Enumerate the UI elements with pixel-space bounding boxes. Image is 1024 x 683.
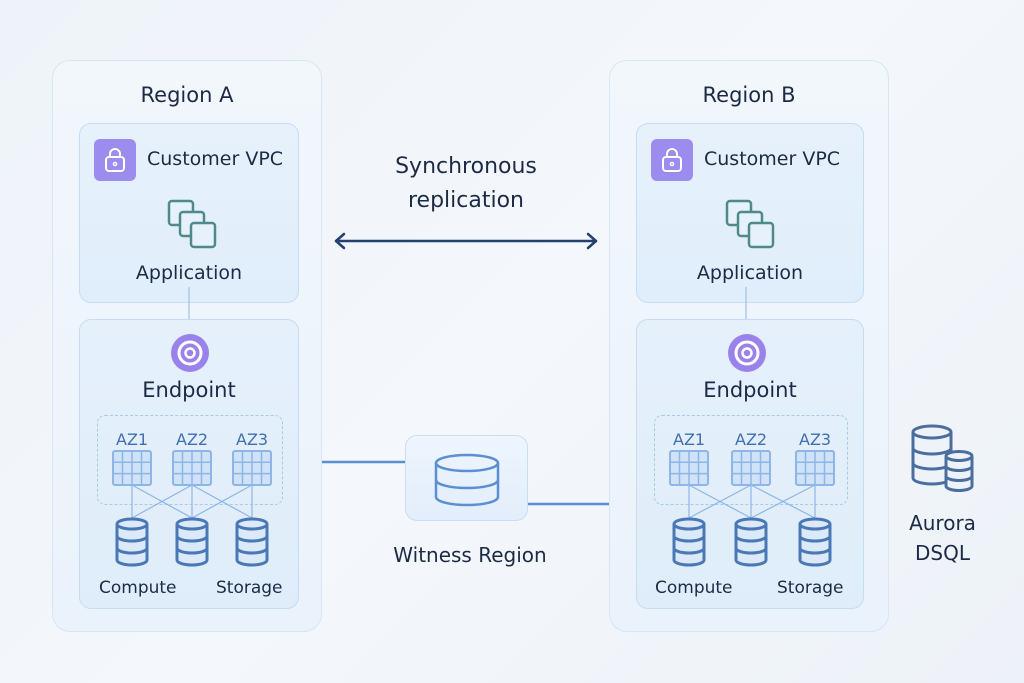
lock-icon — [94, 139, 136, 181]
compute-grid-icon — [731, 450, 771, 486]
az-label: AZ2 — [176, 430, 209, 449]
az-label: AZ1 — [116, 430, 149, 449]
compute-grid-icon — [232, 450, 272, 486]
compute-label: Compute — [655, 578, 733, 598]
lock-icon — [651, 139, 693, 181]
aurora-dsql-label-line1: Aurora — [909, 511, 976, 535]
vpc-label: Customer VPC — [147, 148, 284, 170]
database-icon — [734, 517, 768, 567]
endpoint-box: Endpoint AZ1 AZ2 AZ3 — [79, 319, 299, 609]
endpoint-label: Endpoint — [703, 378, 797, 402]
database-icon — [115, 517, 149, 567]
aurora-dsql-label: Aurora DSQL — [895, 508, 990, 568]
az-label: AZ1 — [673, 430, 706, 449]
compute-grid-icon — [669, 450, 709, 486]
endpoint-box: Endpoint AZ1 AZ2 AZ3 — [636, 319, 864, 609]
replication-arrow — [334, 232, 598, 250]
az-label: AZ3 — [799, 430, 832, 449]
customer-vpc-box: Customer VPC Application — [79, 123, 299, 303]
az-compute-grid — [669, 450, 835, 567]
az-compute-grid — [112, 450, 272, 567]
region-title: Region A — [140, 83, 234, 107]
endpoint-target-icon — [728, 334, 766, 372]
application-icon — [725, 199, 777, 259]
replication-label-line1: Synchronous — [395, 154, 537, 179]
database-icon — [235, 517, 269, 567]
availability-zones-group — [97, 415, 283, 505]
customer-vpc-box: Customer VPC Application — [636, 123, 864, 303]
application-label: Application — [135, 262, 243, 284]
database-icon — [175, 517, 209, 567]
region-b-panel: Region B Customer VPC Application Endpoi… — [609, 60, 889, 632]
database-icon — [672, 517, 706, 567]
replication-label-line2: replication — [407, 188, 524, 213]
endpoint-label: Endpoint — [142, 378, 236, 402]
witness-region-box — [405, 435, 528, 521]
database-icon — [798, 517, 832, 567]
aurora-dsql-label-line2: DSQL — [915, 541, 970, 565]
az-label: AZ3 — [236, 430, 269, 449]
storage-label: Storage — [216, 578, 283, 598]
compute-label: Compute — [99, 578, 177, 598]
storage-label: Storage — [777, 578, 844, 598]
witness-region-label: Witness Region — [393, 543, 547, 567]
witness-database-icon — [434, 453, 500, 507]
az-label: AZ2 — [735, 430, 768, 449]
application-icon — [167, 199, 219, 259]
compute-grid-icon — [795, 450, 835, 486]
region-a-panel: Region A Customer VPC Application Endpoi… — [52, 60, 322, 632]
vpc-label: Customer VPC — [704, 148, 841, 170]
endpoint-target-icon — [171, 334, 209, 372]
replication-label: Synchronous replication — [340, 150, 592, 218]
compute-grid-icon — [172, 450, 212, 486]
region-title: Region B — [702, 83, 796, 107]
application-label: Application — [696, 262, 804, 284]
compute-grid-icon — [112, 450, 152, 486]
aurora-dsql-icon — [911, 424, 974, 492]
